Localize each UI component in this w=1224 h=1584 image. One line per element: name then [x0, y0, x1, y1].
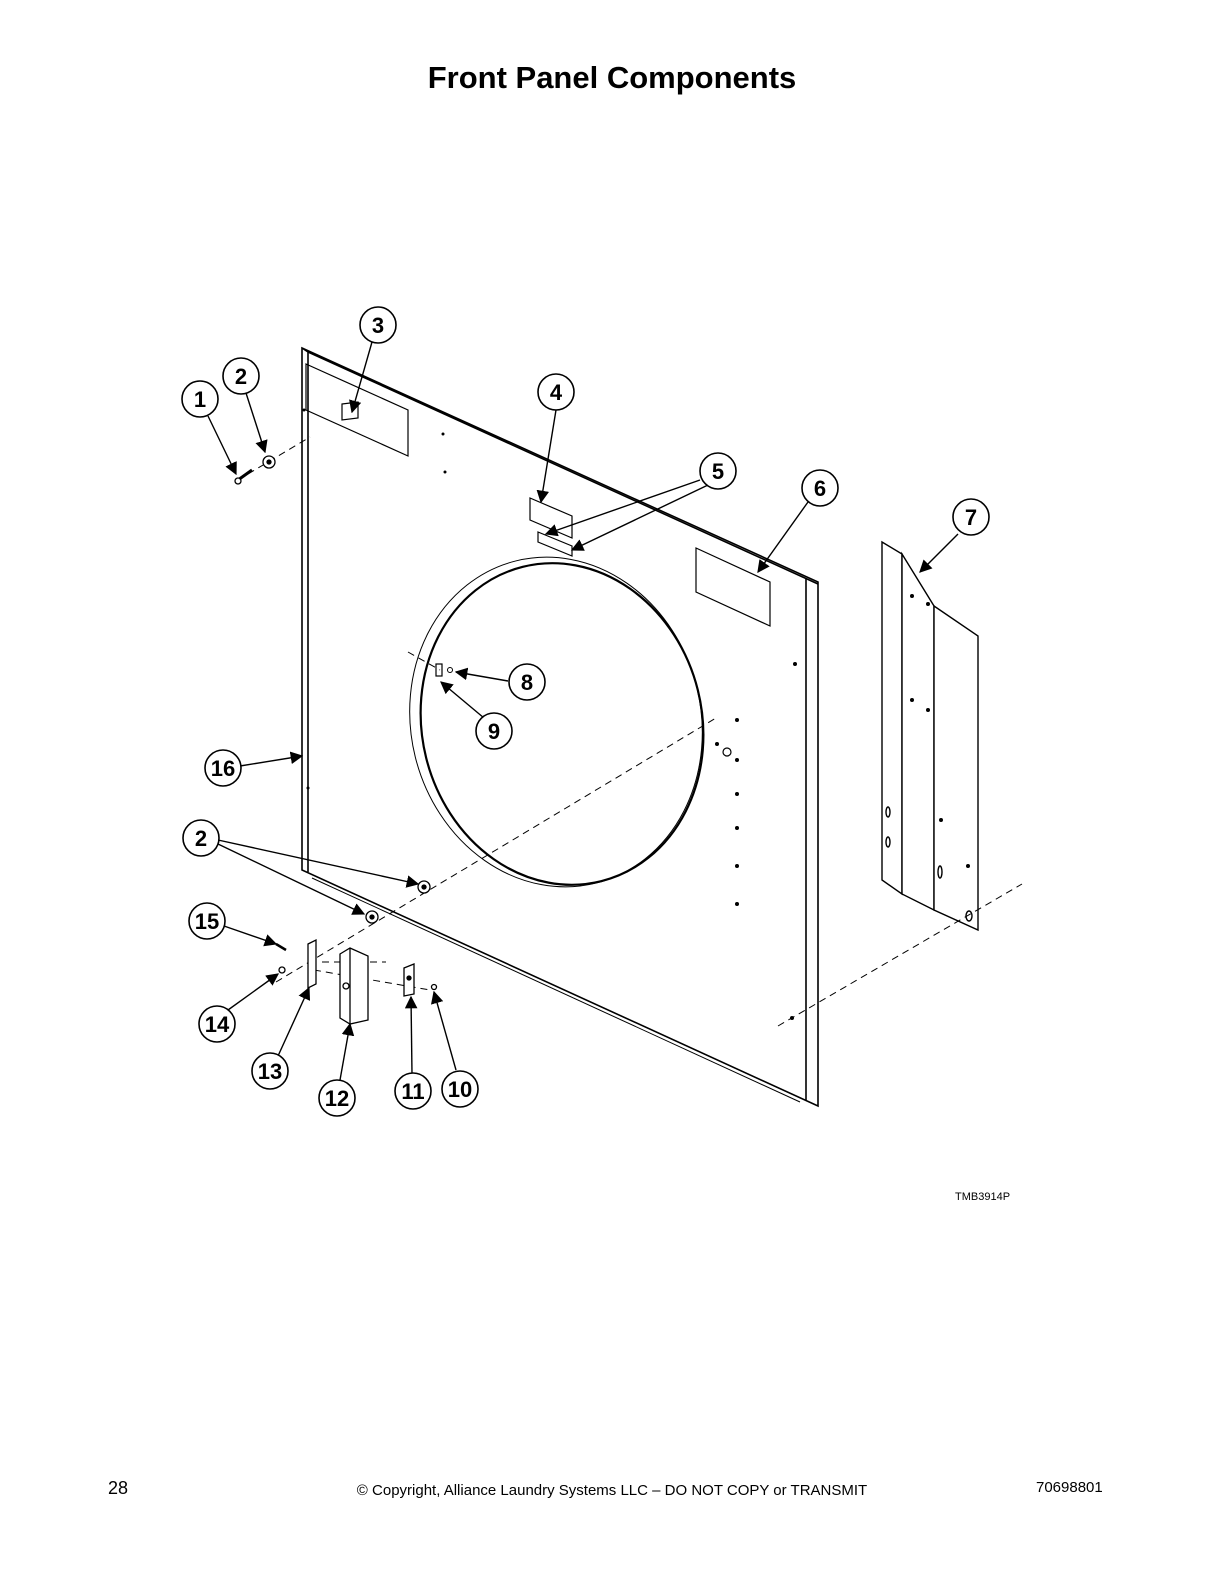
- svg-text:2: 2: [195, 826, 207, 851]
- figure-code: TMB3914P: [955, 1191, 1011, 1203]
- svg-text:7: 7: [965, 505, 977, 530]
- hardware-parts: [234, 455, 438, 1025]
- callout-8: 8: [508, 663, 546, 701]
- svg-text:13: 13: [258, 1059, 282, 1084]
- callout-9: 9: [475, 712, 513, 750]
- svg-text:15: 15: [195, 909, 219, 934]
- svg-text:4: 4: [550, 380, 563, 405]
- callout-12: 12: [318, 1079, 356, 1117]
- callout-10: 10: [441, 1070, 479, 1108]
- svg-text:9: 9: [488, 719, 500, 744]
- document-number: 70698801: [1036, 1479, 1103, 1496]
- svg-text:12: 12: [325, 1086, 349, 1111]
- svg-text:14: 14: [205, 1012, 230, 1037]
- svg-text:16: 16: [211, 756, 235, 781]
- callout-5: 5: [699, 452, 737, 490]
- side-bracket: [881, 540, 979, 932]
- svg-text:11: 11: [401, 1079, 424, 1104]
- callout-2-bottom: 2: [182, 819, 220, 857]
- front-panel: [301, 346, 819, 1108]
- svg-text:1: 1: [194, 387, 206, 412]
- svg-text:5: 5: [712, 459, 724, 484]
- callout-14: 14: [198, 1005, 236, 1043]
- callout-3: 3: [359, 306, 397, 344]
- callout-7: 7: [952, 498, 990, 536]
- copyright-notice: © Copyright, Alliance Laundry Systems LL…: [356, 1482, 868, 1499]
- callout-4: 4: [537, 373, 575, 411]
- callout-bubbles: 1 2 3 4 5 6 7 8 9 16 2 15 14 13 12: [181, 306, 990, 1117]
- leader-lines: [207, 341, 959, 1081]
- callout-6: 6: [801, 469, 839, 507]
- page-title: Front Panel Components: [427, 60, 797, 95]
- callout-2-top: 2: [222, 357, 260, 395]
- callout-1: 1: [181, 380, 219, 418]
- svg-text:8: 8: [521, 670, 533, 695]
- svg-text:2: 2: [235, 364, 247, 389]
- svg-text:3: 3: [372, 313, 384, 338]
- callout-11: 11: [394, 1072, 432, 1110]
- page-number: 28: [108, 1478, 129, 1498]
- callout-15: 15: [188, 902, 226, 940]
- callout-13: 13: [251, 1052, 289, 1090]
- svg-text:6: 6: [814, 476, 826, 501]
- svg-text:10: 10: [448, 1077, 472, 1102]
- callout-16: 16: [204, 749, 242, 787]
